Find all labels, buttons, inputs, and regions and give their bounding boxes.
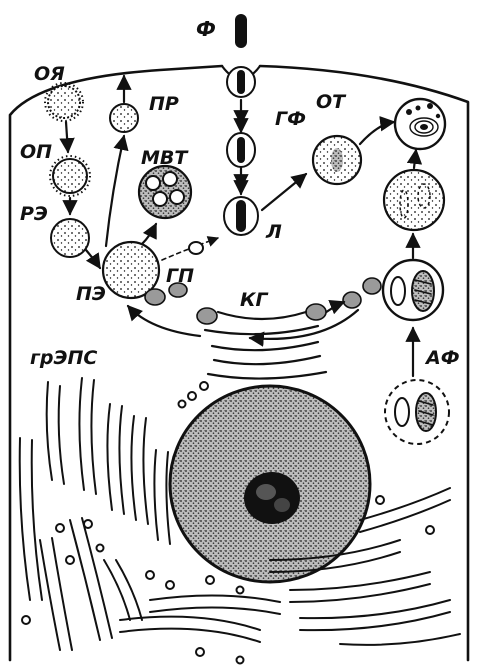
residual-body xyxy=(313,136,361,184)
autophagolysosome xyxy=(384,170,444,230)
label-MVT: МВТ xyxy=(141,147,189,169)
label-OT: ОТ xyxy=(316,91,347,113)
autophagy-initiation xyxy=(385,380,449,444)
recycling-vesicle xyxy=(110,104,138,132)
arrow-re-pe xyxy=(86,250,100,268)
nucleus xyxy=(170,386,370,582)
label-L: Л xyxy=(265,221,282,243)
label-F: Ф xyxy=(196,17,216,41)
arrow-ot-myelin xyxy=(360,122,394,144)
label-OYa: ОЯ xyxy=(34,63,65,85)
arrow-pe-pr xyxy=(106,136,124,246)
label-GF: ГФ xyxy=(275,108,306,130)
phagocytosed-particle xyxy=(235,14,247,48)
label-KG: КГ xyxy=(240,289,269,311)
lysosome-r1 xyxy=(363,278,381,294)
autophagosome xyxy=(383,260,443,320)
label-GP: ГП xyxy=(166,265,194,287)
label-PE: ПЭ xyxy=(76,283,106,305)
label-AF: АФ xyxy=(424,347,460,369)
label-RE: РЭ xyxy=(20,203,48,225)
arrow-pe-mvt xyxy=(142,224,156,244)
arrow-return-pe xyxy=(128,306,200,336)
early-endosome xyxy=(51,219,89,257)
lysosome-r2 xyxy=(343,292,361,308)
multivesicular-body xyxy=(139,166,191,218)
myelin-figure xyxy=(395,99,445,149)
primary-lysosome-1 xyxy=(145,289,165,305)
arrow-l-ot xyxy=(262,174,306,210)
arrow-al-myelin xyxy=(414,150,416,168)
transport-vesicle xyxy=(189,242,203,254)
arrow-oya-op xyxy=(66,122,68,152)
phagosome-column xyxy=(224,67,258,235)
coated-vesicle xyxy=(50,156,90,196)
label-grEPS: грЭПС xyxy=(30,347,97,369)
label-OP: ОП xyxy=(20,141,52,163)
label-PR: ПР xyxy=(149,93,179,115)
